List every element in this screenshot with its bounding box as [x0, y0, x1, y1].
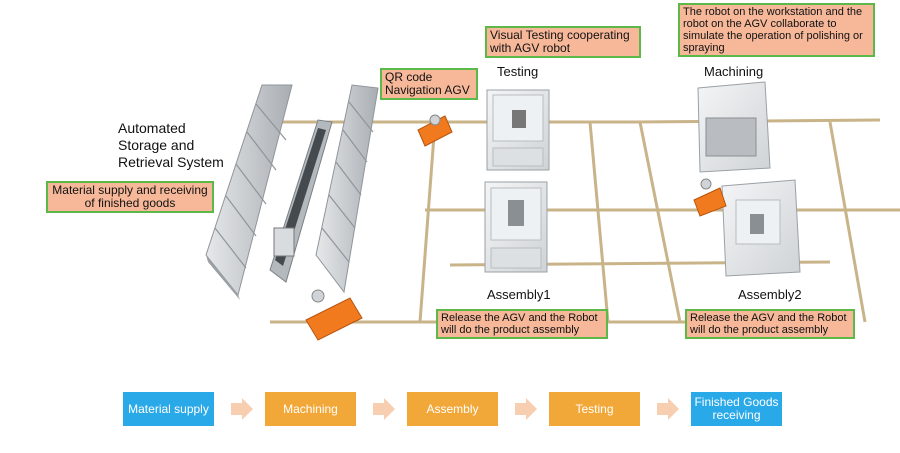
flow-step-material-supply: Material supply — [123, 392, 214, 426]
asrs-label-line3: Retrieval System — [118, 154, 224, 170]
testing-station-label: Testing — [497, 64, 539, 79]
stacker-crane-rail — [269, 119, 333, 283]
flow-arrow-icon — [373, 398, 395, 420]
agv-robot-top — [417, 114, 453, 147]
flow-arrow-icon — [515, 398, 537, 420]
asrs-label-line1: Automated — [118, 120, 186, 136]
material-supply-callout: Material supply and receiving of finishe… — [46, 181, 214, 213]
flow-step-testing: Testing — [549, 392, 640, 426]
machining-station-label: Machining — [704, 64, 764, 79]
visual-testing-callout: Visual Testing cooperating with AGV robo… — [485, 26, 641, 58]
flow-step-finished-goods-receiving: Finished Goods receiving — [691, 392, 782, 426]
assembly1-cell — [484, 181, 548, 273]
assembly2-station-label: Assembly2 — [738, 287, 802, 302]
machining-cell — [697, 81, 771, 173]
asrs-label-line2: Storage and — [118, 137, 195, 153]
agv-robot-bottom — [305, 289, 363, 341]
flow-step-machining: Machining — [265, 392, 356, 426]
qr-navigation-callout: QR code Navigation AGV — [380, 68, 478, 100]
assembly2-cell — [721, 179, 801, 277]
flow-arrow-icon — [657, 398, 679, 420]
testing-cell — [486, 89, 550, 171]
release-assembly1-callout: Release the AGV and the Robot will do th… — [436, 309, 608, 339]
flow-arrow-icon — [231, 398, 253, 420]
assembly1-station-label: Assembly1 — [487, 287, 551, 302]
polishing-callout: The robot on the workstation and the rob… — [678, 3, 875, 57]
asrs-label: Automated Storage and Retrieval System — [118, 120, 224, 171]
storage-rack-left — [205, 84, 293, 300]
flow-step-assembly: Assembly — [407, 392, 498, 426]
release-assembly2-callout: Release the AGV and the Robot will do th… — [685, 309, 855, 339]
agv-robot-machining — [693, 178, 727, 217]
storage-rack-right — [315, 84, 379, 294]
